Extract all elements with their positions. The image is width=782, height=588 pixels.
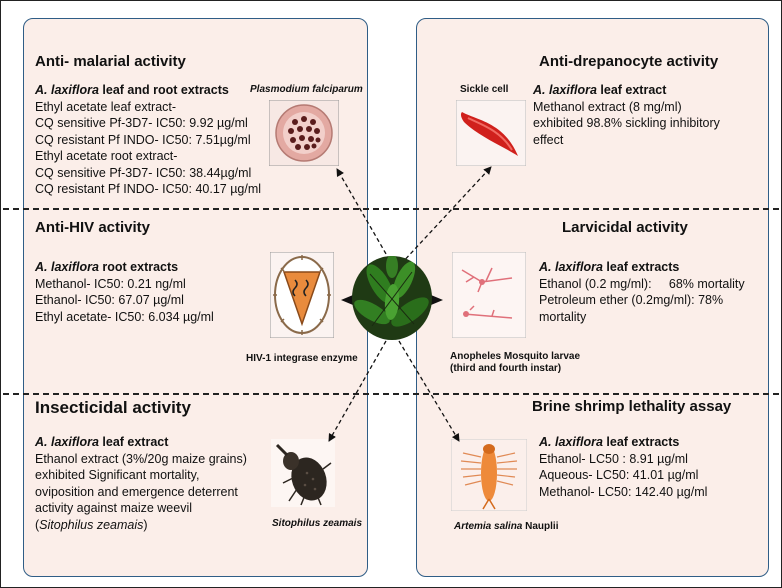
antihiv-line: Ethanol- IC50: 67.07 µg/ml: [35, 293, 184, 307]
insecticidal-last-line: (Sitophilus zeamais): [35, 517, 247, 534]
antidrepanocyte-title: Anti-drepanocyte activity: [539, 53, 719, 70]
antihiv-heading: A. laxiflora root extracts: [35, 259, 214, 276]
larvicidal-heading: A. laxiflora leaf extracts: [539, 259, 745, 276]
brine-shrimp-heading: A. laxiflora leaf extracts: [539, 434, 707, 451]
arrow-to-weevil: [328, 340, 387, 442]
weevil-name: Sitophilus zeamais: [39, 517, 144, 532]
antimalarial-heading: A. laxiflora leaf and root extracts: [35, 82, 261, 99]
antihiv-heading-rest: root extracts: [98, 260, 179, 274]
larvicidal-species: A. laxiflora: [539, 260, 603, 274]
arrow-left-icon: [341, 295, 353, 305]
insecticidal-title: Insecticidal activity: [35, 398, 191, 417]
mosquito-caption-line: (third and fourth instar): [450, 363, 562, 374]
divider-top: [3, 208, 779, 210]
sickle-cell-image: [456, 100, 526, 166]
hiv-integrase-caption: HIV-1 integrase enzyme: [246, 353, 358, 364]
antimalarial-species: A. laxiflora: [35, 83, 99, 97]
mosquito-larvae-image: [452, 252, 526, 338]
larvicidal-title: Larvicidal activity: [562, 219, 688, 236]
paren-open: (: [35, 517, 40, 532]
antidrepanocyte-line: effect: [533, 132, 564, 147]
antidrepanocyte-line: Methanol extract (8 mg/ml): [533, 99, 682, 114]
insecticidal-heading: A. laxiflora leaf extract: [35, 434, 247, 451]
insecticidal-line: exhibited Significant mortality,: [35, 468, 200, 482]
antimalarial-heading-rest: leaf and root extracts: [98, 83, 229, 97]
brine-shrimp-line: Ethanol- LC50 : 8.91 µg/ml: [539, 451, 688, 466]
brine-shrimp-line: Methanol- LC50: 142.40 µg/ml: [539, 484, 708, 499]
sickle-cell-caption: Sickle cell: [460, 84, 509, 95]
antimalarial-title: Anti- malarial activity: [35, 53, 186, 70]
antimalarial-line: CQ sensitive Pf-3D7- IC50: 38.44µg/ml: [35, 165, 252, 180]
plasmodium-caption: Plasmodium falciparum: [250, 84, 363, 95]
artemia-caption-species: Artemia salina: [454, 521, 523, 532]
insecticidal-text: A. laxiflora leaf extract Ethanol extrac…: [35, 434, 247, 533]
larvicidal-line: Petroleum ether (0.2mg/ml): 78%: [539, 293, 724, 307]
antihiv-line: Methanol- IC50: 0.21 ng/ml: [35, 276, 186, 291]
antimalarial-line: Ethyl acetate leaf extract-: [35, 99, 177, 114]
brine-shrimp-heading-rest: leaf extracts: [602, 435, 680, 449]
antihiv-text: A. laxiflora root extracts Methanol- IC5…: [35, 259, 214, 325]
brine-shrimp-species: A. laxiflora: [539, 435, 603, 449]
weevil-caption: Sitophilus zeamais: [272, 518, 363, 529]
hiv-integrase-image: [270, 252, 334, 338]
mosquito-caption: Anopheles Mosquito larvae (third and fou…: [450, 351, 580, 375]
antimalarial-text: A. laxiflora leaf and root extracts Ethy…: [35, 82, 261, 198]
arrow-right-icon: [431, 295, 443, 305]
antihiv-species: A. laxiflora: [35, 260, 99, 274]
artemia-image: [451, 439, 527, 511]
alchornea-leaf-image: [352, 256, 432, 340]
insecticidal-species: A. laxiflora: [35, 435, 99, 449]
antidrepanocyte-species: A. laxiflora: [533, 83, 597, 97]
larvicidal-line: Ethanol (0.2 mg/ml): 68% mortality: [539, 276, 745, 291]
antidrepanocyte-heading: A. laxiflora leaf extract: [533, 82, 720, 99]
plasmodium-image: [269, 100, 339, 166]
arrow-to-artemia: [398, 340, 460, 442]
artemia-caption: Artemia salina Nauplii: [454, 521, 559, 533]
antimalarial-line: CQ sensitive Pf-3D7- IC50: 9.92 µg/ml: [35, 116, 248, 130]
antidrepanocyte-line: exhibited 98.8% sickling inhibitory: [533, 116, 720, 130]
divider-bottom: [3, 393, 779, 395]
brine-shrimp-title: Brine shrimp lethality assay: [532, 398, 732, 415]
mosquito-caption-line: Anopheles Mosquito larvae: [450, 351, 581, 362]
larvicidal-text: A. laxiflora leaf extracts Ethanol (0.2 …: [539, 259, 745, 325]
insecticidal-line: Ethanol extract (3%/20g maize grains): [35, 451, 247, 466]
artemia-caption-rest: Nauplii: [522, 521, 559, 532]
brine-shrimp-line: Aqueous- LC50: 41.01 µg/ml: [539, 468, 699, 482]
insecticidal-line: activity against maize weevil: [35, 501, 193, 515]
arrow-to-sickle-cell: [400, 166, 492, 265]
larvicidal-heading-rest: leaf extracts: [602, 260, 680, 274]
larvicidal-line: mortality: [539, 309, 587, 324]
antidrepanocyte-text: A. laxiflora leaf extract Methanol extra…: [533, 82, 720, 148]
antihiv-title: Anti-HIV activity: [35, 219, 151, 236]
antimalarial-line: Ethyl acetate root extract-: [35, 149, 178, 163]
antimalarial-line: CQ resistant Pf INDO- IC50: 40.17 µg/ml: [35, 182, 262, 196]
weevil-image: [271, 439, 335, 507]
insecticidal-heading-rest: leaf extract: [98, 435, 169, 449]
insecticidal-line: oviposition and emergence deterrent: [35, 484, 238, 499]
brine-shrimp-text: A. laxiflora leaf extracts Ethanol- LC50…: [539, 434, 707, 500]
arrow-to-plasmodium: [336, 168, 394, 267]
antimalarial-line: CQ resistant Pf INDO- IC50: 7.51µg/ml: [35, 132, 251, 147]
antidrepanocyte-heading-rest: leaf extract: [596, 83, 667, 97]
antihiv-line: Ethyl acetate- IC50: 6.034 µg/ml: [35, 309, 214, 324]
paren-close: ): [143, 517, 148, 532]
